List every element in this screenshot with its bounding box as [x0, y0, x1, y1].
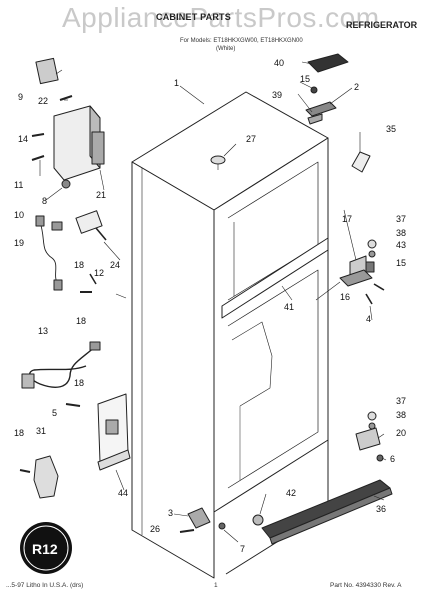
callout-2[interactable]: 2 [354, 82, 359, 92]
diagram-title: CABINET PARTS [156, 12, 231, 22]
callout-41[interactable]: 41 [284, 302, 294, 312]
color-subtitle: (White) [216, 46, 236, 52]
base-grille-36[interactable] [261, 479, 391, 539]
hinge-pin-35[interactable] [351, 151, 371, 173]
watermark-text: AppliancePartsPros.com [62, 2, 380, 33]
callout-1[interactable]: 1 [174, 78, 179, 88]
r12-logo: R12 [20, 522, 72, 574]
callout-9[interactable]: 9 [18, 92, 23, 102]
callout-38-a[interactable]: 38 [396, 228, 406, 238]
callout-18-a[interactable]: 18 [74, 260, 84, 270]
roller-3[interactable] [187, 507, 211, 529]
callout-20[interactable]: 20 [396, 428, 406, 438]
callout-15-center[interactable]: 15 [396, 258, 406, 268]
callout-38-b[interactable]: 38 [396, 410, 406, 420]
callout-24[interactable]: 24 [110, 260, 120, 270]
callout-21[interactable]: 21 [96, 190, 106, 200]
callout-8[interactable]: 8 [42, 196, 47, 206]
divider-mullion[interactable] [221, 237, 329, 319]
model-subtitle: For Models: ET18HKXGW00, ET18HKXGN00 [180, 38, 303, 44]
callout-36[interactable]: 36 [376, 504, 386, 514]
callout-27[interactable]: 27 [246, 134, 256, 144]
cover-31[interactable] [33, 455, 59, 499]
light-switch-24[interactable] [75, 210, 103, 234]
callout-22[interactable]: 22 [38, 96, 48, 106]
logo-text: R12 [32, 541, 58, 557]
callout-5[interactable]: 5 [52, 408, 57, 418]
footer-page-number: 1 [214, 582, 218, 589]
callout-37-a[interactable]: 37 [396, 214, 406, 224]
footer-part-number: Part No. 4394330 Rev. A [330, 582, 402, 589]
callout-18-c[interactable]: 18 [74, 378, 84, 388]
callout-17[interactable]: 17 [342, 214, 352, 224]
thermostat-21[interactable] [91, 131, 105, 165]
callout-13[interactable]: 13 [38, 326, 48, 336]
callout-31[interactable]: 31 [36, 426, 46, 436]
callout-3[interactable]: 3 [168, 508, 173, 518]
callout-19[interactable]: 19 [14, 238, 24, 248]
relay-cover-9[interactable] [35, 57, 59, 85]
callout-12[interactable]: 12 [94, 268, 104, 278]
callout-7[interactable]: 7 [240, 544, 245, 554]
footer-litho: ...5-97 Litho In U.S.A. (drs) [6, 582, 84, 589]
bracket-44[interactable] [97, 449, 131, 471]
callout-44[interactable]: 44 [118, 488, 128, 498]
power-cord-13[interactable] [29, 345, 97, 388]
callout-16[interactable]: 16 [340, 292, 350, 302]
callout-40[interactable]: 40 [274, 58, 284, 68]
knob-8[interactable] [61, 179, 71, 189]
callout-26[interactable]: 26 [150, 524, 160, 534]
callout-4[interactable]: 4 [366, 314, 371, 324]
callout-10[interactable]: 10 [14, 210, 24, 220]
callout-43[interactable]: 43 [396, 240, 406, 250]
callout-6[interactable]: 6 [390, 454, 395, 464]
wire-harness-19[interactable] [39, 221, 59, 285]
top-hinge-2[interactable] [305, 101, 337, 117]
callout-35[interactable]: 35 [386, 124, 396, 134]
callout-11[interactable]: 11 [14, 180, 23, 190]
bottom-hinge-20[interactable] [355, 427, 381, 451]
hinge-cover-40[interactable] [307, 53, 349, 73]
callout-37-b[interactable]: 37 [396, 396, 406, 406]
hole-plug-27[interactable] [210, 155, 226, 165]
callout-labels: 1 2 3 4 5 6 7 8 9 10 11 12 13 14 15 15 1… [14, 58, 406, 554]
leveler-42[interactable] [252, 514, 264, 526]
callout-18-d[interactable]: 18 [14, 428, 24, 438]
callout-39[interactable]: 39 [272, 90, 282, 100]
diagram-title-right: REFRIGERATOR [346, 20, 418, 30]
callout-42[interactable]: 42 [286, 488, 296, 498]
callout-14[interactable]: 14 [18, 134, 28, 144]
callout-15-top[interactable]: 15 [300, 74, 310, 84]
callout-18-b[interactable]: 18 [76, 316, 86, 326]
